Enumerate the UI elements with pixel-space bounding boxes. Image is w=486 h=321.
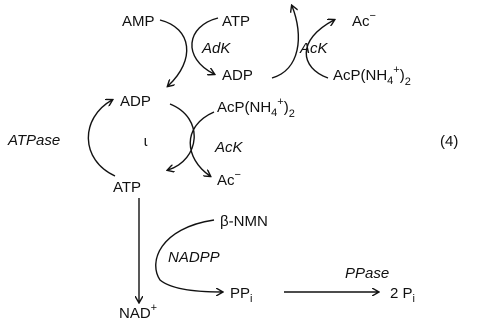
enzyme-ppase-label: PPase [345,265,389,282]
atp-top-label: ATP [222,13,250,30]
ack-arrow-top-up [305,20,334,79]
acetyl-phosphate-middle-label: AcP(NH4+)2 [217,96,295,120]
enzyme-nadpp-label: NADPP [168,249,220,266]
nad-plus-label: NAD+ [119,302,157,321]
acetate-middle-label: Ac− [217,169,241,189]
adp-middle-label: ADP [120,93,151,110]
beta-nmn-label: β-NMN [220,213,268,230]
ack-arrow-top-down [271,6,299,79]
nadpp-arrow [155,219,222,292]
acetate-top-label: Ac− [352,10,376,30]
atpase-arrow [87,100,116,177]
ack-arrow-acp-to-ac [189,111,215,176]
acetyl-phosphate-top-label: AcP(NH4+)2 [333,64,411,88]
orthophosphate-label: 2 Pi [390,285,415,305]
enzyme-ack-middle-label: AcK [214,139,244,156]
equation-number: (4) [440,133,458,150]
adk-arrow-right [159,19,188,86]
enzyme-ack-top-label: AcK [299,40,329,57]
enzyme-atpase-label: ATPase [7,132,60,149]
atp-middle-label: ATP [113,179,141,196]
pyrophosphate-label: PPi [230,285,252,305]
amp-label: AMP [122,13,155,30]
adp-top-label: ADP [222,67,253,84]
cycle-center-mark: ɩ [144,133,148,150]
ack-arrow-adp-to-atp [168,103,195,170]
adk-arrow-left [191,17,219,74]
enzyme-adk-label: AdK [201,40,231,57]
